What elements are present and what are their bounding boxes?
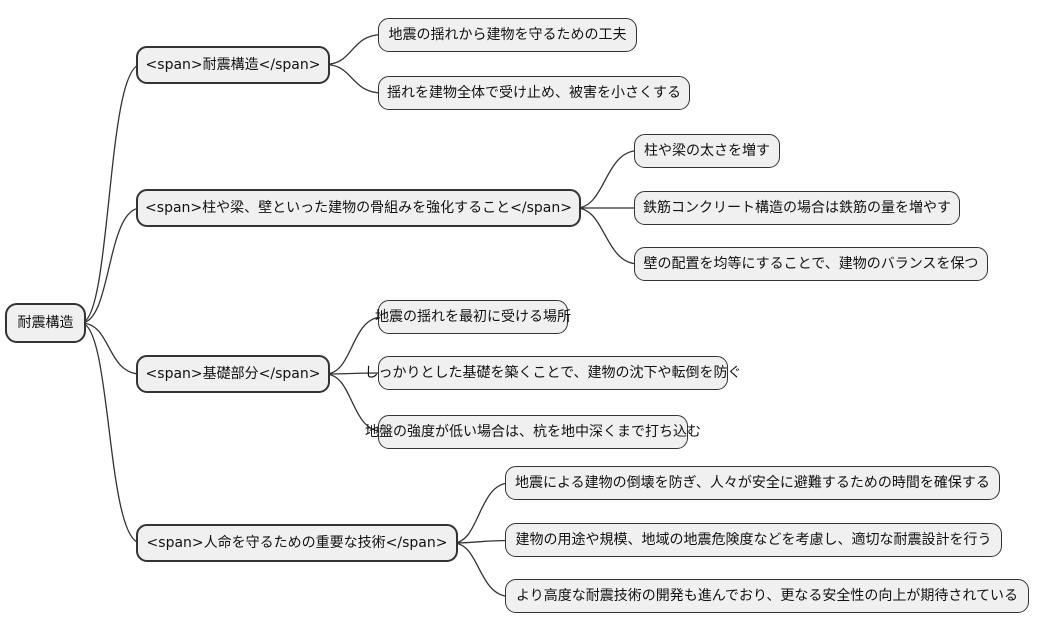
connector-edge	[452, 539, 511, 544]
leaf-node-4-2: 建物の用途や規模、地域の地震危険度などを考慮し、適切な耐震設計を行う	[505, 523, 1002, 557]
connector-edge	[452, 482, 511, 544]
connector-edge	[324, 372, 384, 375]
connector-edge	[452, 542, 511, 598]
connector-edge	[80, 322, 142, 375]
branch-node-4: <span>人命を守るための重要な技術</span>	[136, 524, 458, 562]
connector-edge	[80, 207, 142, 324]
connector-edge	[324, 63, 384, 94]
leaf-node-3-2: しっかりとした基礎を築くことで、建物の沈下や転倒を防ぐ	[364, 356, 742, 390]
connector-edge	[324, 33, 384, 66]
leaf-node-2-2: 鉄筋コンクリート構造の場合は鉄筋の量を増やす	[634, 191, 960, 225]
connector-edge	[575, 207, 640, 265]
root-node: 耐震構造	[5, 303, 86, 343]
leaf-node-4-3: より高度な耐震技術の開発も進んでおり、更なる安全性の向上が期待されている	[505, 579, 1029, 613]
connector-edge	[324, 373, 384, 433]
leaf-node-1-2: 揺れを建物全体で受け止め、被害を小さくする	[378, 76, 690, 110]
branch-node-1: <span>耐震構造</span>	[136, 46, 330, 84]
leaf-node-2-1: 柱や梁の太さを増す	[634, 134, 780, 168]
leaf-node-3-1: 地震の揺れを最初に受ける場所	[375, 300, 571, 334]
connector-edge	[80, 63, 142, 324]
branch-node-3: <span>基礎部分</span>	[136, 355, 330, 393]
branch-node-2: <span>柱や梁、壁といった建物の骨組みを強化すること</span>	[136, 189, 581, 227]
connector-edge	[575, 149, 640, 209]
connector-edge	[80, 322, 142, 544]
leaf-node-2-3: 壁の配置を均等にすることで、建物のバランスを保つ	[634, 247, 988, 281]
leaf-node-3-3: 地盤の強度が低い場合は、杭を地中深くまで打ち込む	[365, 415, 701, 449]
connector-edge	[324, 316, 384, 375]
leaf-node-4-1: 地震による建物の倒壊を防ぎ、人々が安全に避難するための時間を確保する	[505, 466, 1000, 500]
leaf-node-1-1: 地震の揺れから建物を守るための工夫	[378, 18, 637, 52]
